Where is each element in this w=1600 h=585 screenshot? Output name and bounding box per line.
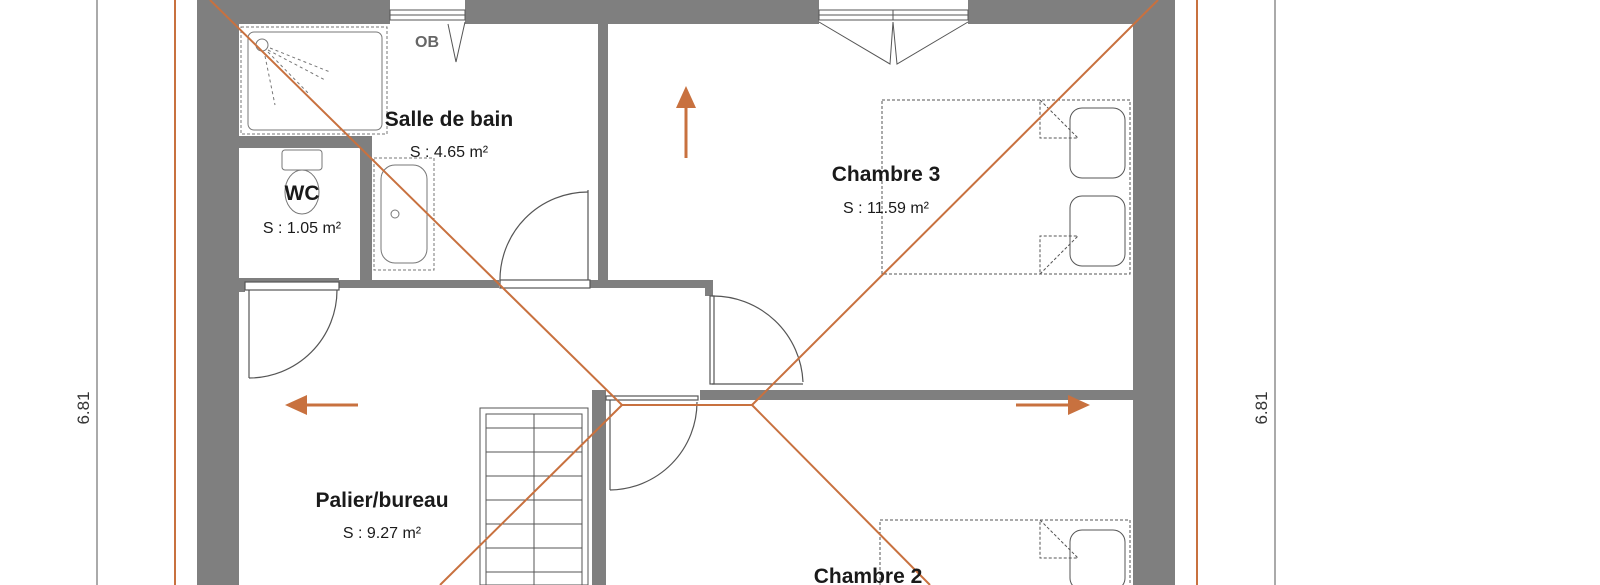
room-area-chambre-3: S : 11.59 m² [843, 200, 930, 217]
dimension-label-left: 6.81 [74, 391, 93, 424]
slope-arrow-left [285, 395, 358, 415]
room-name-chambre-3: Chambre 3 [832, 163, 941, 186]
exterior-walls [197, 0, 1175, 585]
door-bathroom [499, 190, 591, 289]
door-bedroom3 [709, 295, 804, 385]
room-area-palier: S : 9.27 m² [343, 525, 422, 542]
window-bathroom [389, 9, 466, 21]
slope-arrow-right [1016, 395, 1090, 415]
room-name-salle-de-bain: Salle de bain [385, 108, 513, 131]
room-name-chambre-2: Chambre 2 [814, 565, 923, 585]
window-bedroom3 [818, 9, 969, 21]
toilet [281, 149, 323, 215]
staircase [479, 407, 589, 585]
bed-chambre-3 [881, 98, 1131, 276]
shower-tray [240, 26, 388, 135]
room-area-salle-de-bain: S : 4.65 m² [410, 144, 489, 161]
slope-arrow-up [676, 86, 696, 158]
dimension-label-right: 6.81 [1252, 391, 1271, 424]
window-swing-bedroom3 [818, 21, 969, 65]
door-wc [244, 281, 340, 379]
bathtub [373, 157, 435, 271]
door-bedroom2 [605, 395, 699, 491]
room-area-wc: S : 1.05 m² [263, 220, 342, 237]
bed-chambre-2 [879, 518, 1131, 585]
roof-hip-lines [209, 0, 1159, 585]
room-name-palier: Palier/bureau [315, 489, 448, 512]
window-swing-bathroom [447, 21, 466, 63]
ob-label: OB [415, 34, 439, 51]
room-name-wc: WC [285, 182, 320, 205]
